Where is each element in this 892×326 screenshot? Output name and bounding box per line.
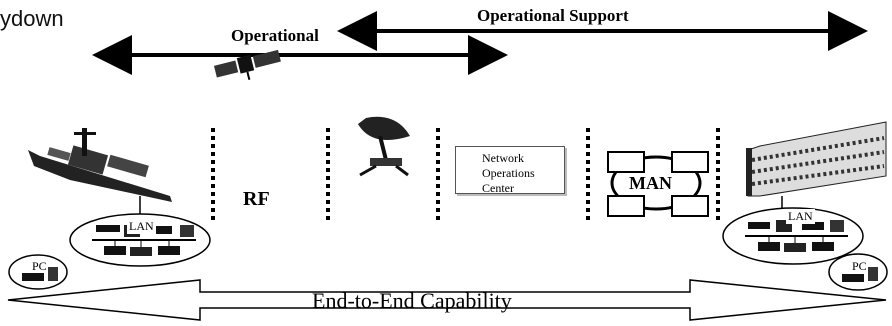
noc-label-line-3: Center xyxy=(482,181,514,195)
network-operations-center-box: Network Operations Center xyxy=(455,146,565,195)
office-building-icon xyxy=(746,121,887,197)
man-label: MAN xyxy=(625,173,676,194)
operational-support-arrow-label: Operational Support xyxy=(475,6,631,26)
lan-right-label: LAN xyxy=(786,209,815,224)
operational-arrow-label: Operational xyxy=(229,26,321,46)
end-to-end-arrow xyxy=(7,279,887,321)
noc-label-line-1: Network xyxy=(482,151,524,165)
lan-left-label: LAN xyxy=(127,219,156,234)
warship-icon xyxy=(28,128,172,202)
pc-left-icon xyxy=(22,267,58,281)
rf-label: RF xyxy=(243,188,270,210)
pc-right-icon xyxy=(842,267,878,282)
pc-left-label: PC xyxy=(32,259,47,273)
pc-right-label: PC xyxy=(852,259,867,273)
man-network-icon xyxy=(607,151,709,217)
end-to-end-label: End-to-End Capability xyxy=(312,288,512,313)
page-title: ydown xyxy=(0,6,64,31)
noc-label-line-2: Operations xyxy=(482,166,535,180)
satellite-icon xyxy=(213,49,281,80)
satellite-dish-icon xyxy=(358,116,410,177)
